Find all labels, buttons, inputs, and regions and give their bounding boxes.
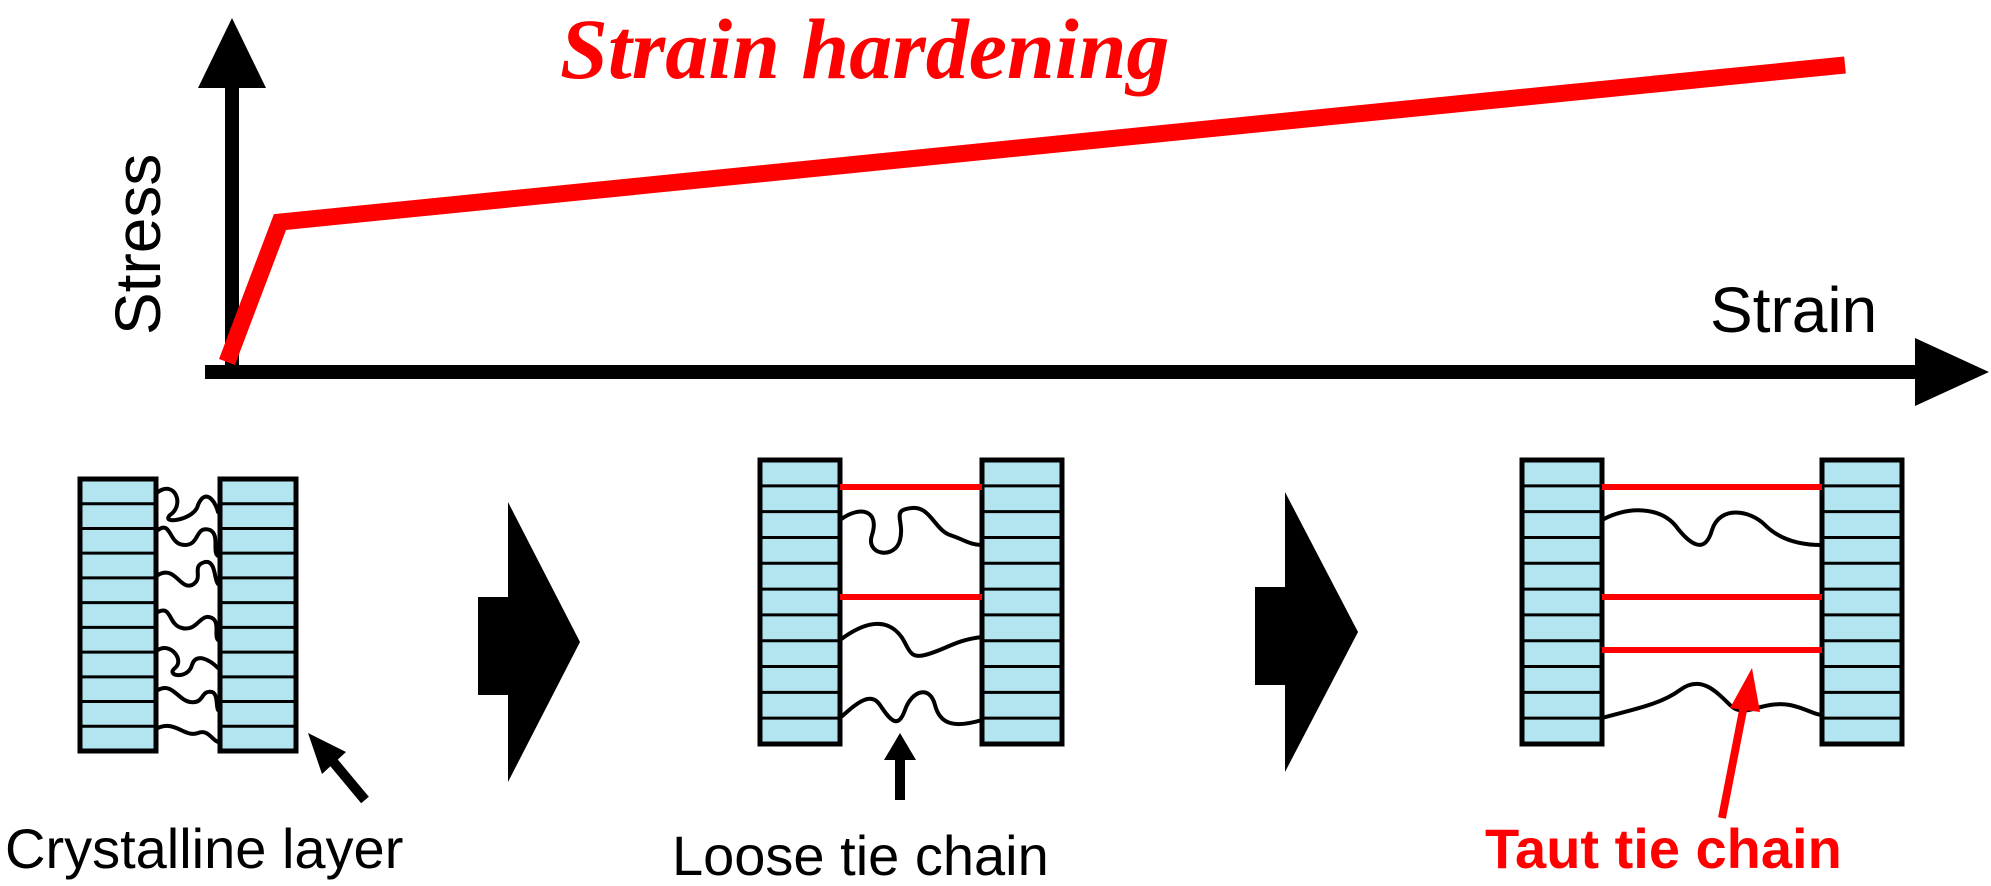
crystal-block-right	[217, 476, 299, 754]
x-axis-label: Strain	[1710, 274, 1877, 346]
crystalline-layer-label: Crystalline layer	[5, 817, 403, 880]
y-axis-arrowhead	[198, 18, 266, 88]
graph-title: Strain hardening	[560, 1, 1169, 97]
stage-loose: Loose tie chain	[672, 457, 1065, 886]
taut-tie-chain-label: Taut tie chain	[1485, 817, 1842, 880]
taut-pointer-arrow	[1718, 668, 1760, 819]
loose-tie-chains	[1600, 508, 1824, 720]
loose-tie-chains	[838, 505, 984, 727]
loose-pointer-arrow	[884, 733, 916, 800]
transition-arrow-1	[478, 502, 580, 782]
transition-arrow-2	[1255, 492, 1358, 772]
crystal-block-right	[979, 457, 1065, 747]
crystal-block-left	[77, 476, 159, 754]
taut-tie-chains	[840, 484, 982, 600]
crystal-block-left	[1519, 457, 1605, 747]
x-axis-arrowhead	[1915, 338, 1989, 406]
loose-tie-chain-label: Loose tie chain	[672, 824, 1049, 886]
stress-strain-curve	[219, 56, 1846, 366]
amorphous-tangled-chains	[156, 486, 220, 744]
crystalline-pointer-arrow	[308, 733, 369, 804]
taut-tie-chains	[1602, 484, 1822, 653]
stage-crystalline: Crystalline layer	[5, 476, 403, 880]
stress-strain-graph: Strain hardening Stress Strain	[102, 1, 1989, 406]
stage-taut: Taut tie chain	[1485, 457, 1905, 880]
y-axis-label: Stress	[102, 154, 174, 335]
crystal-block-right	[1819, 457, 1905, 747]
crystal-block-left	[757, 457, 843, 747]
